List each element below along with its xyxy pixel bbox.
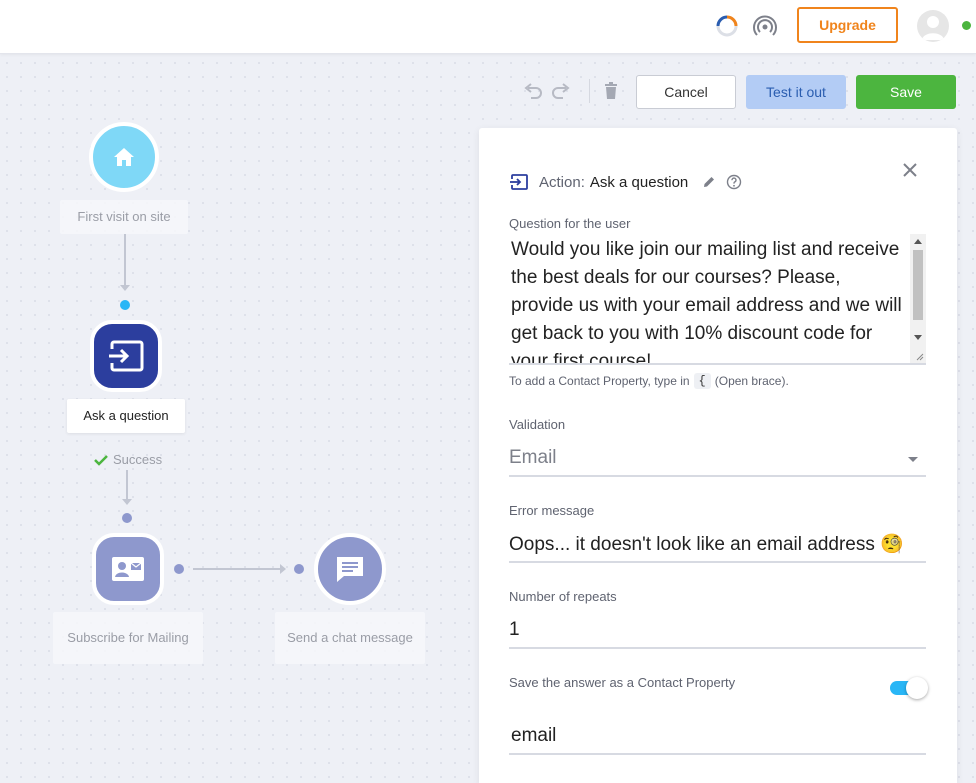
flow-connector: [126, 470, 128, 500]
undo-icon[interactable]: [522, 80, 544, 102]
flow-node-ask-question[interactable]: [90, 320, 162, 392]
flow-node-label[interactable]: Ask a question: [67, 399, 185, 433]
avatar[interactable]: [917, 10, 949, 42]
connection-point[interactable]: [120, 300, 130, 310]
validation-select[interactable]: Email: [509, 441, 926, 477]
hint-key: {: [693, 373, 711, 389]
chat-message-icon: [337, 557, 363, 582]
connection-point[interactable]: [294, 564, 304, 574]
repeats-label: Number of repeats: [509, 589, 617, 604]
save-button[interactable]: Save: [856, 75, 956, 109]
flow-node-first-visit[interactable]: [89, 122, 159, 192]
flow-node-send-chat[interactable]: [314, 533, 386, 605]
contact-property-input[interactable]: email: [509, 719, 926, 755]
flow-arrow: [122, 499, 132, 505]
action-input-icon: [510, 174, 528, 190]
error-message-label: Error message: [509, 503, 595, 518]
scroll-down-arrow[interactable]: [914, 335, 922, 340]
redo-icon[interactable]: [550, 80, 572, 102]
flow-connector: [124, 234, 126, 286]
connection-point[interactable]: [122, 513, 132, 523]
chevron-down-icon: [908, 457, 918, 462]
flow-node-label[interactable]: First visit on site: [60, 200, 188, 234]
question-text: Would you like join our mailing list and…: [511, 239, 902, 365]
action-input-icon: [108, 340, 144, 372]
textarea-scrollbar[interactable]: [910, 234, 926, 363]
upgrade-button[interactable]: Upgrade: [797, 7, 898, 43]
hint-suffix: (Open brace).: [714, 374, 789, 388]
trash-icon[interactable]: [600, 80, 622, 102]
scroll-thumb[interactable]: [913, 250, 923, 320]
top-bar: Upgrade: [0, 0, 976, 54]
pencil-icon[interactable]: [702, 175, 716, 189]
success-branch-label: Success: [94, 452, 162, 467]
connection-point[interactable]: [174, 564, 184, 574]
user-silhouette-icon: [922, 16, 944, 40]
validation-value: Email: [509, 447, 557, 468]
toggle-knob: [906, 677, 928, 699]
question-label: Question for the user: [509, 216, 631, 231]
cancel-button[interactable]: Cancel: [636, 75, 736, 109]
help-icon[interactable]: [726, 174, 742, 190]
question-textarea[interactable]: Would you like join our mailing list and…: [509, 234, 926, 365]
test-it-out-button[interactable]: Test it out: [746, 75, 846, 109]
hint-prefix: To add a Contact Property, type in: [509, 374, 690, 388]
error-message-input[interactable]: Oops... it doesn't look like an email ad…: [509, 527, 926, 563]
validation-label: Validation: [509, 417, 566, 432]
home-icon: [114, 148, 134, 166]
action-settings-panel: Action: Ask a question Question for the …: [479, 128, 957, 783]
toolbar-divider: [589, 79, 590, 103]
contact-property-hint: To add a Contact Property, type in { (Op…: [509, 373, 789, 389]
flow-node-label[interactable]: Subscribe for Mailing: [53, 612, 203, 664]
resize-grip-icon[interactable]: [914, 351, 924, 361]
panel-kind-label: Action:: [539, 173, 585, 191]
repeats-input[interactable]: 1: [509, 613, 926, 649]
close-icon[interactable]: [900, 160, 920, 180]
contact-card-icon: [112, 557, 144, 581]
scroll-up-arrow[interactable]: [914, 239, 922, 244]
online-status-dot: [962, 21, 971, 30]
flow-node-subscribe[interactable]: [92, 533, 164, 605]
flow-connector: [193, 568, 281, 570]
check-icon: [94, 454, 108, 466]
panel-title: Ask a question: [589, 173, 689, 191]
flow-arrow: [120, 285, 130, 291]
loading-progress-icon[interactable]: [714, 13, 740, 39]
broadcast-icon[interactable]: [752, 13, 778, 39]
save-property-toggle[interactable]: [890, 676, 928, 699]
success-text: Success: [113, 452, 163, 467]
flow-arrow: [280, 564, 286, 574]
save-property-label: Save the answer as a Contact Property: [509, 675, 736, 690]
panel-header: Action: Ask a question: [509, 172, 742, 192]
flow-node-label[interactable]: Send a chat message: [275, 612, 425, 664]
